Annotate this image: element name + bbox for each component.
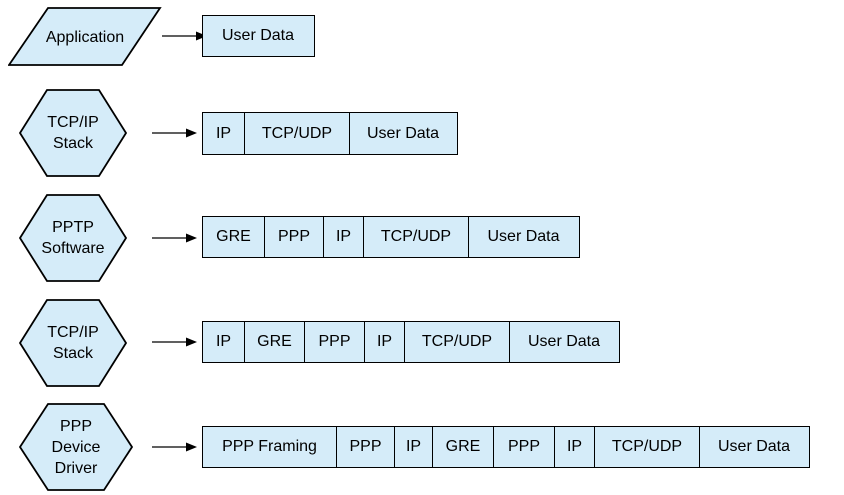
packet-cell: TCP/UDP <box>404 322 509 362</box>
packet-cell: GRE <box>432 427 493 467</box>
packet-cell: TCP/UDP <box>363 217 468 257</box>
flow-arrow-icon <box>152 442 197 452</box>
packet-strip-row5: PPP Framing PPP IP GRE PPP IP TCP/UDP Us… <box>202 426 810 468</box>
packet-cell: IP <box>394 427 432 467</box>
packet-cell: User Data <box>221 27 295 44</box>
packet-cell: IP <box>215 124 232 142</box>
packet-cell: IP <box>364 322 404 362</box>
tcpip-stack-hexagon-icon <box>19 89 127 177</box>
application-parallelogram-icon <box>8 7 162 66</box>
packet-cell: User Data <box>699 427 808 467</box>
packet-cell: IP <box>323 217 363 257</box>
flow-arrow-icon <box>152 337 197 347</box>
packet-cell: User Data <box>468 217 578 257</box>
packet-strip-row2: IP TCP/UDP User Data <box>202 112 458 155</box>
packet-cell: PPP <box>336 427 394 467</box>
packet-cell: PPP <box>493 427 554 467</box>
packet-strip-row3: GRE PPP IP TCP/UDP User Data <box>202 216 580 258</box>
tcpip-stack-hexagon-icon <box>19 299 127 387</box>
flow-arrow-icon <box>152 233 197 243</box>
packet-cell: User Data <box>349 113 456 154</box>
pptp-software-hexagon-icon <box>19 194 127 282</box>
packet-cell: PPP <box>304 322 364 362</box>
packet-cell: GRE <box>216 228 251 245</box>
flow-arrow-icon <box>152 128 197 138</box>
packet-cell: TCP/UDP <box>594 427 699 467</box>
flow-arrow-icon <box>162 31 207 41</box>
packet-strip-row4: IP GRE PPP IP TCP/UDP User Data <box>202 321 620 363</box>
packet-cell: IP <box>554 427 594 467</box>
packet-cell: User Data <box>509 322 618 362</box>
ppp-device-driver-hexagon-icon <box>19 403 133 491</box>
packet-cell: TCP/UDP <box>244 113 349 154</box>
packet-cell: PPP Framing <box>222 438 317 455</box>
packet-strip-row1: User Data <box>202 15 315 57</box>
packet-cell: GRE <box>244 322 304 362</box>
packet-cell: IP <box>215 333 232 350</box>
packet-cell: PPP <box>264 217 323 257</box>
